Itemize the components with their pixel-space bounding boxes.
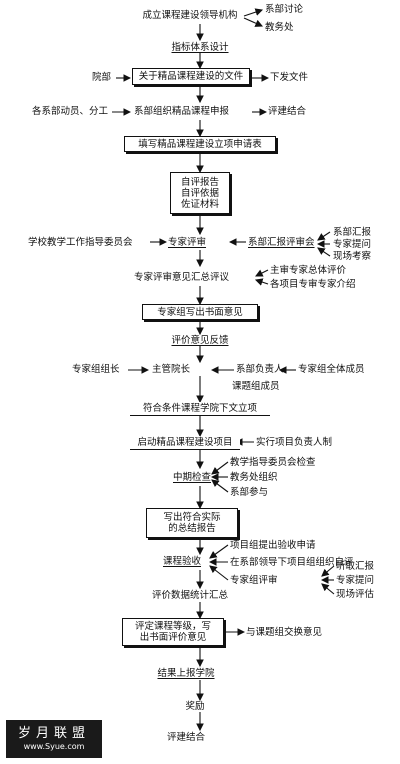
node-eval-build-combine-2: 评建结合 — [166, 732, 206, 743]
node-site-inspection: 现场考察 — [333, 251, 372, 262]
node-item-expert-intro: 各项目专审专家介绍 — [270, 279, 356, 290]
node-issue-document: 下发文件 — [270, 72, 309, 83]
node-leadership-body: 成立课程建设领导机构 — [142, 10, 238, 21]
node-application-form: 填写精品课程建设立项申请表 — [124, 136, 276, 152]
node-indicator-design: 指标体系设计 — [171, 42, 229, 53]
node-project-members: 课题组成员 — [232, 381, 280, 392]
node-written-opinion: 专家组写出书面意见 — [142, 304, 258, 320]
node-midterm-check: 中期检查 — [172, 472, 212, 483]
node-apply-acceptance: 项目组提出验收申请 — [230, 540, 316, 551]
watermark-title: 岁月联盟 — [17, 726, 90, 741]
node-expert-question-2: 专家提问 — [336, 575, 375, 586]
node-launch-project: 启动精品课程建设项目 — [130, 436, 240, 450]
node-reward: 奖励 — [185, 701, 205, 712]
node-feedback: 评价意见反馈 — [171, 335, 229, 346]
node-dept-participate: 系部参与 — [230, 487, 269, 498]
node-review-summary: 专家评审意见汇总评议 — [134, 272, 230, 283]
node-summary-report: 写出符合实际 的总结报告 — [146, 508, 238, 538]
node-data-summary: 评价数据统计汇总 — [151, 590, 229, 601]
node-teaching-committee: 学校教学工作指导委员会 — [28, 237, 133, 248]
node-report-results: 结果上报学院 — [157, 668, 215, 679]
watermark-logo: 岁月联盟 www.Syue.com — [6, 720, 102, 758]
node-expert-review: 专家评审 — [168, 237, 207, 248]
node-grade-course: 评定课程等级，写 出书面评价意见 — [122, 618, 224, 646]
node-vice-president: 主管院长 — [152, 364, 191, 375]
node-dept-head: 系部负责人 — [236, 364, 284, 375]
node-college: 院部 — [92, 72, 112, 83]
node-dept-mobilize: 各系部动员、分工 — [32, 106, 109, 117]
node-chief-expert-eval: 主审专家总体评价 — [270, 265, 347, 276]
node-dept-organize-apply: 系部组织精品课程申报 — [134, 106, 230, 117]
node-exchange-opinion: 与课题组交换意见 — [246, 627, 323, 638]
node-expert-question: 专家提问 — [333, 239, 372, 250]
node-approve-project: 符合条件课程学院下文立项 — [130, 402, 270, 416]
node-self-evaluation: 自评报告 自评依据 佐证材料 — [170, 172, 230, 214]
node-group-leader: 专家组组长 — [72, 364, 120, 375]
node-affairs-organize: 教务处组织 — [230, 472, 278, 483]
node-hear-report: 听取汇报 — [336, 561, 375, 572]
node-site-evaluation: 现场评估 — [336, 589, 375, 600]
node-expert-panel-review: 专家组评审 — [230, 575, 278, 586]
node-academic-affairs: 教务处 — [265, 22, 294, 33]
node-project-leader-system: 实行项目负责人制 — [256, 437, 333, 448]
node-dept-review-meeting: 系部汇报评审会 — [248, 237, 315, 248]
node-self-assessment: 在系部领导下项目组组织自评 — [230, 557, 354, 568]
node-eval-build-combine-1: 评建结合 — [268, 106, 307, 117]
node-all-experts: 专家组全体成员 — [298, 364, 365, 375]
node-course-document: 关于精品课程建设的文件 — [132, 68, 250, 85]
node-committee-check: 教学指导委员会检查 — [230, 457, 316, 468]
node-dept-report: 系部汇报 — [333, 227, 372, 238]
watermark-url: www.Syue.com — [23, 742, 85, 751]
node-dept-discussion: 系部讨论 — [265, 4, 304, 15]
node-acceptance: 课程验收 — [162, 556, 202, 567]
